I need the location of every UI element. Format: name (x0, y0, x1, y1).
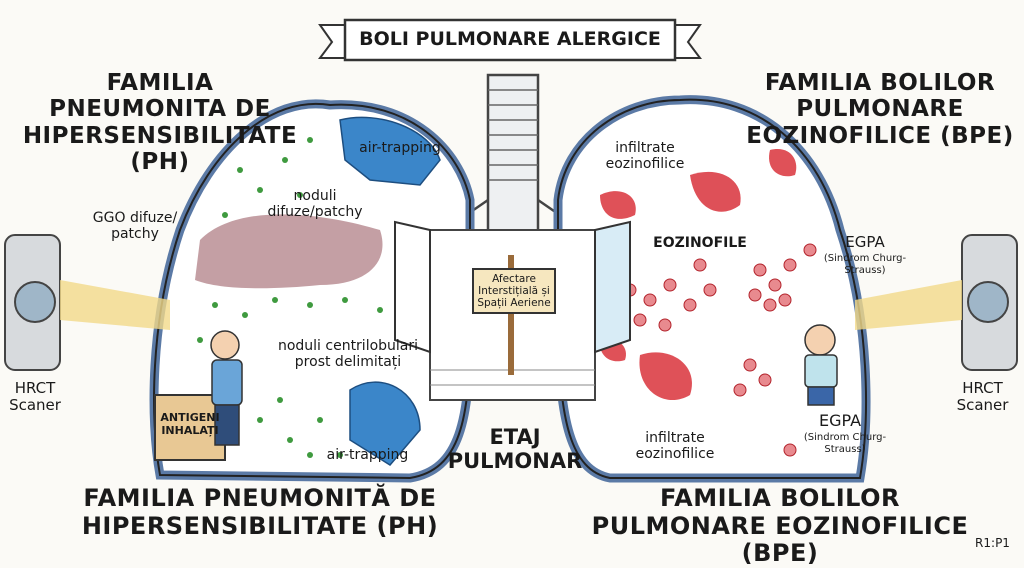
label-noduli-centrilobulari: noduli centrilobulari prost delimitați (277, 338, 419, 371)
label-air-trapping-bottom: air-trapping (326, 447, 409, 463)
label-noduli-difuze: noduli difuze/patchy (267, 188, 363, 221)
air-trapping-areas (339, 116, 441, 466)
etaj-pulmonar-label: ETAJ PULMONAR (447, 425, 583, 474)
label-egpa-top: EGPA (845, 233, 885, 251)
child-illustration (804, 324, 838, 406)
nodules (197, 137, 443, 458)
label-ggo: GGO difuze/ patchy (92, 210, 178, 243)
eosinophilic-infiltrates (599, 149, 797, 401)
hrct-scanner-right (855, 234, 1018, 371)
antigen-box (154, 394, 226, 461)
corner-label: R1:P1 (975, 536, 1010, 550)
label-egpa-bottom: EGPA (818, 411, 862, 430)
trachea (429, 73, 597, 257)
label-egpa-top-sub: (Sindrom Churg-Strauss) (823, 253, 907, 276)
left-scanner-label: HRCT Scaner (9, 379, 61, 415)
label-egpa-bottom-sub: (Sindrom Churg-Strauss) (803, 432, 887, 455)
center-sign: Afectare Interstițială și Spații Aeriene (472, 268, 556, 315)
ggo-region (195, 214, 383, 289)
right-family-title: FAMILIA BOLILOR PULMONARE EOZINOFILICE (… (746, 70, 1014, 149)
label-eozinofile: EOZINOFILE (653, 235, 747, 251)
label-infiltrate-bottom: infiltrate eozinofilice (635, 430, 715, 463)
banner-title: BOLI PULMONARE ALERGICE (359, 28, 661, 50)
right-bottom-title: FAMILIA BOLILOR PULMONARE EOZINOFILICE (… (591, 484, 969, 568)
label-air-trapping-top: air-trapping (359, 140, 441, 156)
label-antigeni: ANTIGENI INHALAȚI (160, 411, 220, 437)
eosinophils (623, 243, 817, 457)
label-infiltrate-top: infiltrate eozinofilice (605, 140, 685, 173)
right-scanner-label: HRCT Scaner (956, 379, 1009, 415)
coughing-person-illustration (210, 330, 243, 446)
left-bottom-title: FAMILIA PNEUMONITĂ DE HIPERSENSIBILITATE… (81, 484, 439, 540)
doors (394, 220, 631, 401)
left-family-title: FAMILIA PNEUMONITA DE HIPERSENSIBILITATE… (22, 70, 298, 176)
hrct-scanner-left (4, 234, 170, 371)
